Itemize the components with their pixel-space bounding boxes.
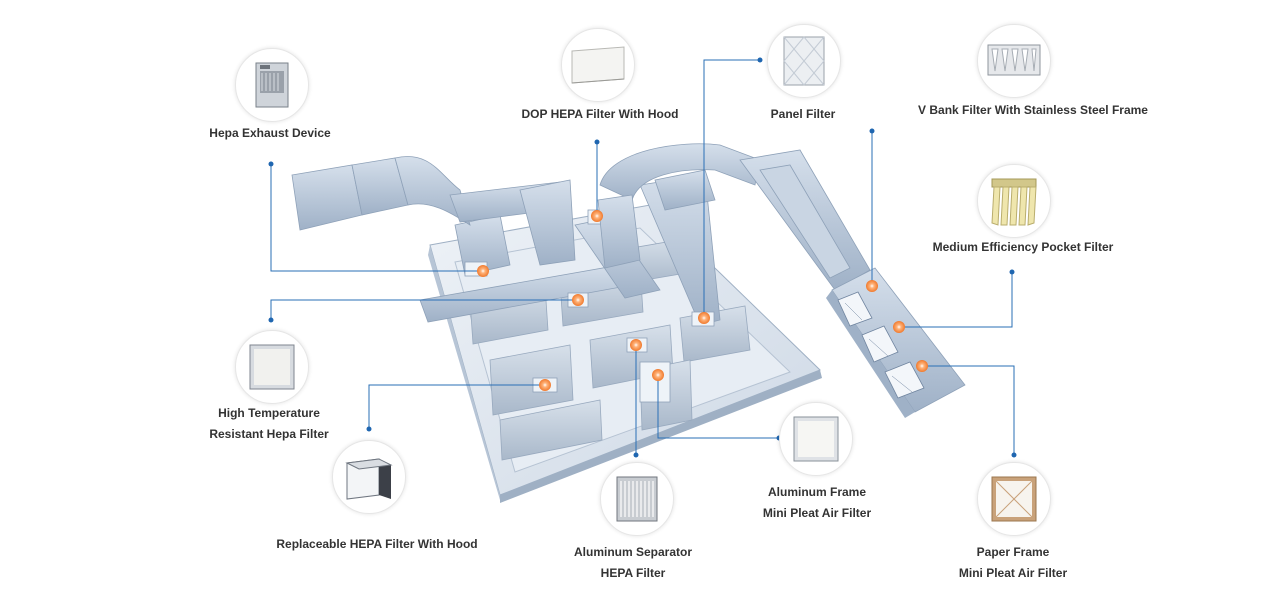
exhaust-ductwork (291, 156, 576, 266)
exhaust-cabinet-icon[interactable] (235, 48, 309, 122)
v-bank-filter-icon[interactable] (977, 24, 1051, 98)
ceiling-duct (419, 174, 721, 326)
hotspots (477, 210, 928, 391)
supply-ductwork (597, 143, 871, 291)
building-model (419, 174, 822, 503)
hotspot-aluminum-separator[interactable] (630, 339, 642, 351)
hepa-panel-icon[interactable] (235, 330, 309, 404)
hotspot-replaceable-hepa[interactable] (539, 379, 551, 391)
panel-filter-icon[interactable] (767, 24, 841, 98)
label-replaceable-hepa: Replaceable HEPA Filter With Hood (276, 537, 478, 551)
hotspot-dop-hepa[interactable] (591, 210, 603, 222)
hotspot-pocket-filter[interactable] (893, 321, 905, 333)
label-dop-hepa-filter: DOP HEPA Filter With Hood (521, 107, 679, 121)
label-hepa-exhaust-device: Hepa Exhaust Device (209, 126, 331, 140)
label-high-temp-hepa: High Temperature Resistant Hepa Filter (209, 406, 329, 441)
label-medium-pocket-filter: Medium Efficiency Pocket Filter (932, 240, 1114, 254)
hotspot-hepa-exhaust[interactable] (477, 265, 489, 277)
filter-housing-unit (826, 267, 966, 418)
hotspot-aluminum-frame[interactable] (652, 369, 664, 381)
label-paper-frame: Paper Frame Mini Pleat Air Filter (958, 545, 1068, 580)
flat-filter-icon[interactable] (561, 28, 635, 102)
hotspot-paper-frame[interactable] (916, 360, 928, 372)
leader-lines (270, 59, 1015, 455)
separator-filter-icon[interactable] (600, 462, 674, 536)
hepa-box-icon[interactable] (332, 440, 406, 514)
label-aluminum-frame: Aluminum Frame Mini Pleat Air Filter (762, 485, 872, 520)
hotspot-high-temp[interactable] (572, 294, 584, 306)
label-panel-filter: Panel Filter (770, 107, 836, 121)
hotspot-panel-filter[interactable] (698, 312, 710, 324)
label-aluminum-separator: Aluminum Separator HEPA Filter (573, 545, 693, 580)
hotspot-v-bank[interactable] (866, 280, 878, 292)
paper-frame-filter-icon[interactable] (977, 462, 1051, 536)
mini-pleat-filter-icon[interactable] (779, 402, 853, 476)
pocket-filter-icon[interactable] (977, 164, 1051, 238)
label-v-bank-filter: V Bank Filter With Stainless Steel Frame (918, 103, 1148, 117)
